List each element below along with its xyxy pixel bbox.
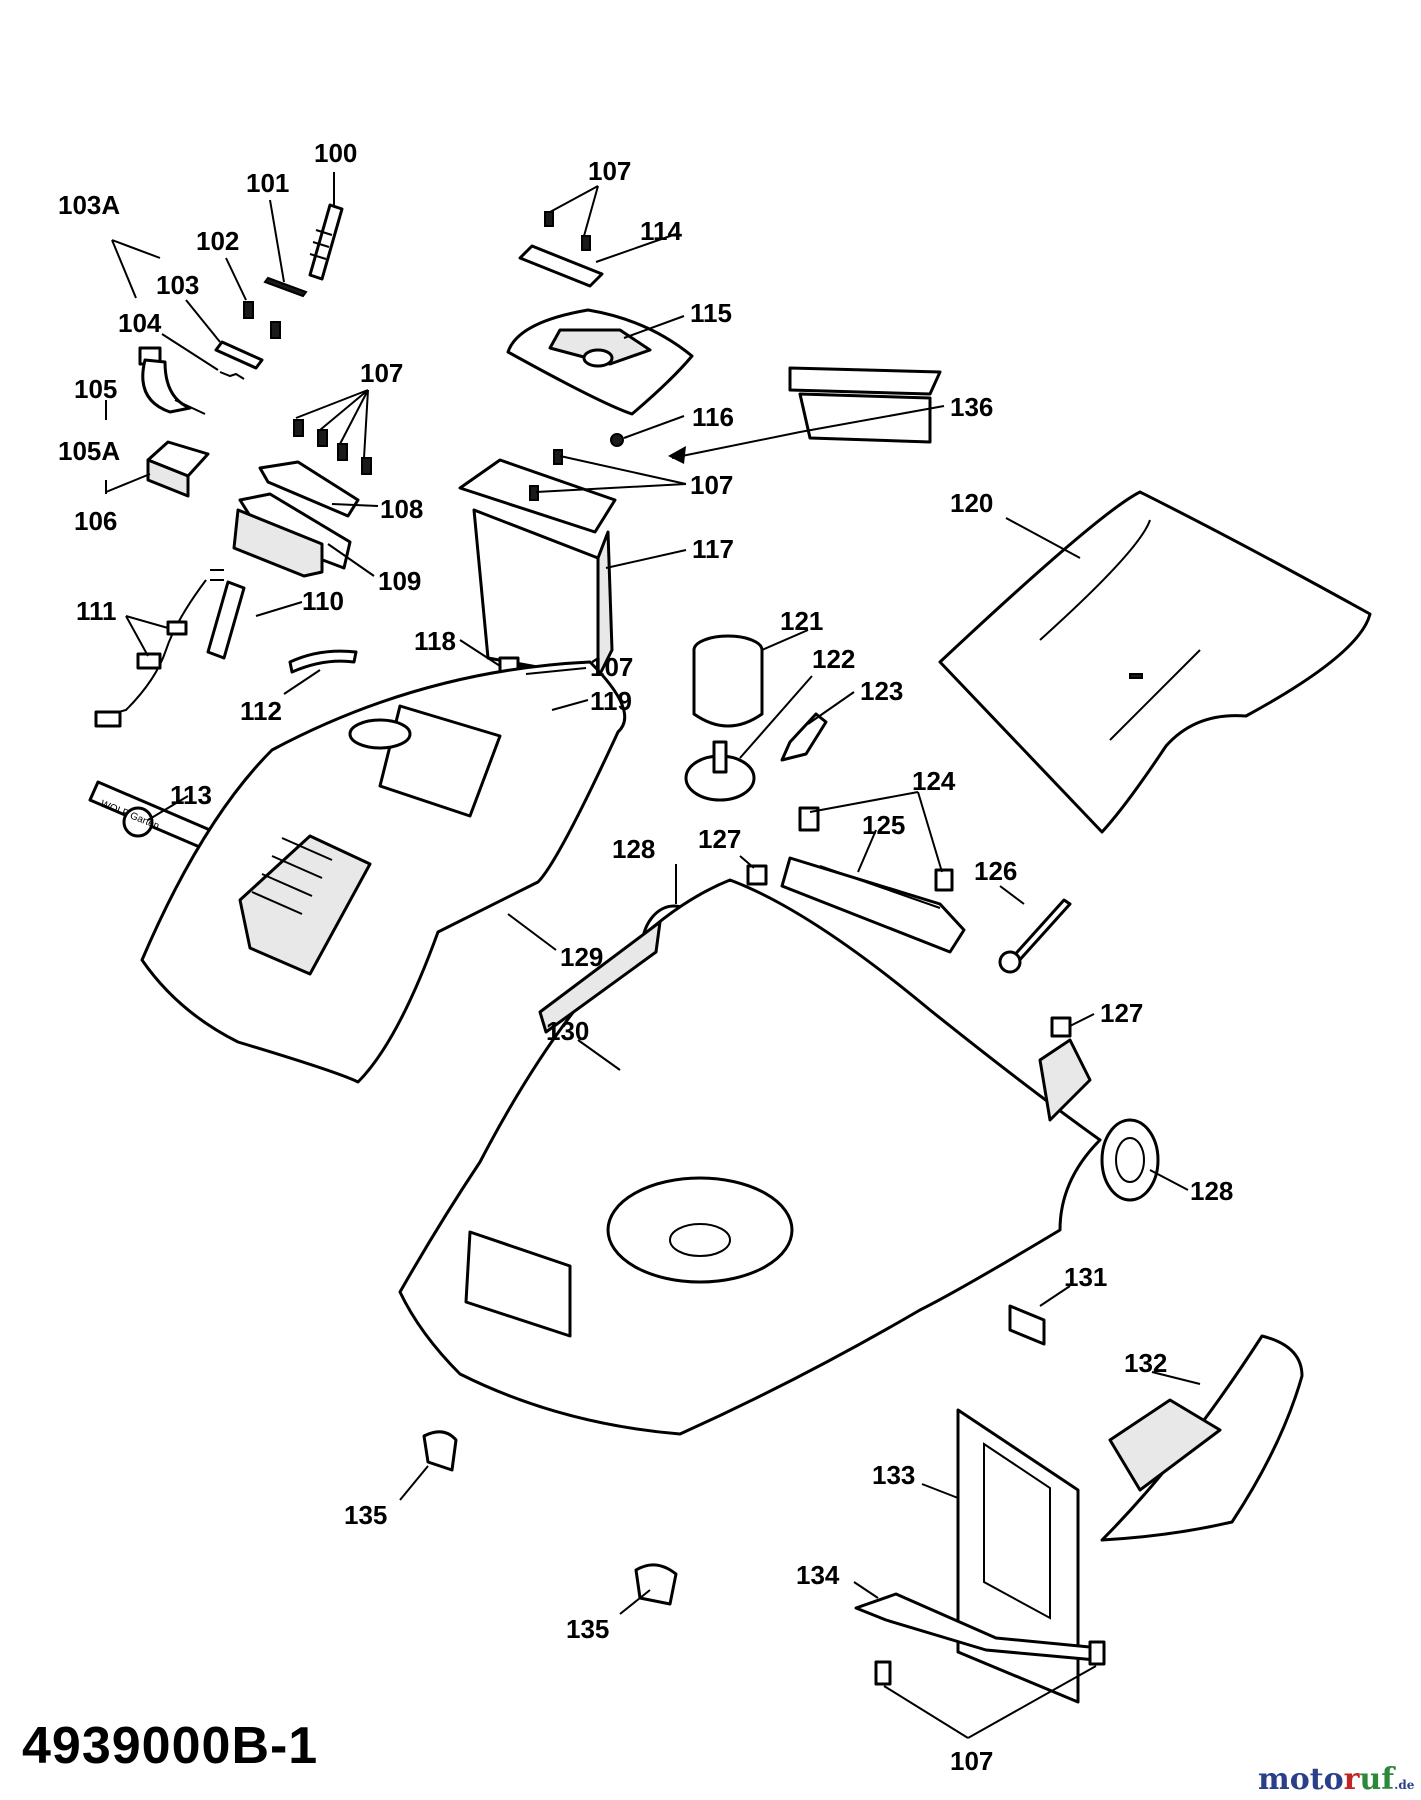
part-108-cover-plate [258, 460, 360, 518]
part-111-cable [94, 569, 224, 728]
part-104-spring [219, 371, 245, 380]
part-130-mower-deck [398, 878, 1102, 1436]
label-106: 106 [74, 506, 117, 536]
part-135-clip-b [634, 1563, 678, 1606]
label-102: 102 [196, 226, 239, 256]
part-115-battery-lid [506, 308, 694, 416]
part-120-grassbox-lid [938, 490, 1372, 834]
part-labels: 100 101 102 103A 103 104 105 105A 106 10… [58, 138, 1233, 1776]
part-114-bracket [518, 244, 604, 288]
part-121-cylinder [692, 634, 764, 728]
label-107-bottom: 107 [950, 1746, 993, 1776]
part-128-wheel-right [1100, 1118, 1160, 1202]
part-106-switch-housing [146, 440, 210, 498]
part-117-battery-box [458, 449, 617, 680]
label-128-b: 128 [1190, 1176, 1233, 1206]
label-107-mid: 107 [690, 470, 733, 500]
label-121: 121 [780, 606, 823, 636]
label-114: 114 [640, 216, 682, 246]
part-127-nut-b [1050, 1016, 1072, 1038]
label-127-b: 127 [1100, 998, 1143, 1028]
part-131-bushing [1008, 1304, 1046, 1346]
label-128-a: 128 [612, 834, 655, 864]
part-124-screws [798, 806, 954, 892]
part-133-back-plate [956, 1408, 1080, 1704]
part-126-spring [998, 898, 1072, 974]
label-101: 101 [246, 168, 289, 198]
part-100-handle-grip [308, 203, 344, 281]
label-124: 124 [912, 766, 956, 796]
arrow-head-116 [668, 446, 686, 464]
label-104: 104 [118, 308, 162, 338]
label-129: 129 [560, 942, 603, 972]
label-109: 109 [378, 566, 421, 596]
part-101-seal [263, 276, 308, 298]
label-115: 115 [690, 298, 732, 328]
label-107-118: 107 [590, 652, 633, 682]
part-127-nut-a [746, 864, 768, 886]
label-130: 130 [546, 1016, 589, 1046]
part-107-screws-top [544, 211, 591, 251]
part-107-screws-bottom [874, 1640, 1106, 1686]
part-129-motor-hood [140, 660, 627, 1084]
part-109-handle-housing [232, 492, 352, 578]
label-103a: 103A [58, 190, 120, 220]
label-103: 103 [156, 270, 199, 300]
part-107-screws-left [293, 419, 372, 475]
part-110-tube [206, 580, 246, 660]
label-127-a: 127 [698, 824, 741, 854]
part-122-hub [684, 740, 756, 802]
label-133: 133 [872, 1460, 915, 1490]
label-131: 131 [1064, 1262, 1107, 1292]
part-136-basket [788, 366, 942, 444]
part-102-screws [243, 301, 281, 339]
label-123: 123 [860, 676, 903, 706]
label-110: 110 [302, 586, 344, 616]
label-135-b: 135 [566, 1614, 609, 1644]
label-119: 119 [590, 686, 632, 716]
part-105-switch-bracket [138, 346, 206, 415]
label-116: 116 [692, 402, 734, 432]
part-116-knob [610, 433, 624, 447]
part-123-lever [780, 712, 828, 762]
label-120: 120 [950, 488, 993, 518]
part-125-rail [780, 856, 966, 954]
label-100: 100 [314, 138, 357, 168]
label-132: 132 [1124, 1348, 1167, 1378]
label-111: 111 [76, 596, 117, 626]
diagram-code: 4939000B-1 [22, 1717, 319, 1775]
label-125: 125 [862, 810, 905, 840]
label-107-top: 107 [588, 156, 631, 186]
label-108: 108 [380, 494, 423, 524]
label-105: 105 [74, 374, 117, 404]
label-122: 122 [812, 644, 855, 674]
part-103-switch-lever [214, 340, 264, 370]
label-126: 126 [974, 856, 1017, 886]
watermark: motoruf.de [1258, 1762, 1415, 1797]
label-134: 134 [796, 1560, 840, 1590]
label-105a: 105A [58, 436, 120, 466]
label-135-a: 135 [344, 1500, 387, 1530]
leader-lines [105, 172, 1201, 1739]
part-112-hose [288, 649, 358, 674]
label-136: 136 [950, 392, 993, 422]
label-113: 113 [170, 780, 212, 810]
label-118: 118 [414, 626, 456, 656]
part-135-clip-a [422, 1430, 458, 1472]
part-132-discharge-flap [1100, 1334, 1304, 1542]
label-112: 112 [240, 696, 282, 726]
label-107-left: 107 [360, 358, 403, 388]
label-117: 117 [692, 534, 734, 564]
